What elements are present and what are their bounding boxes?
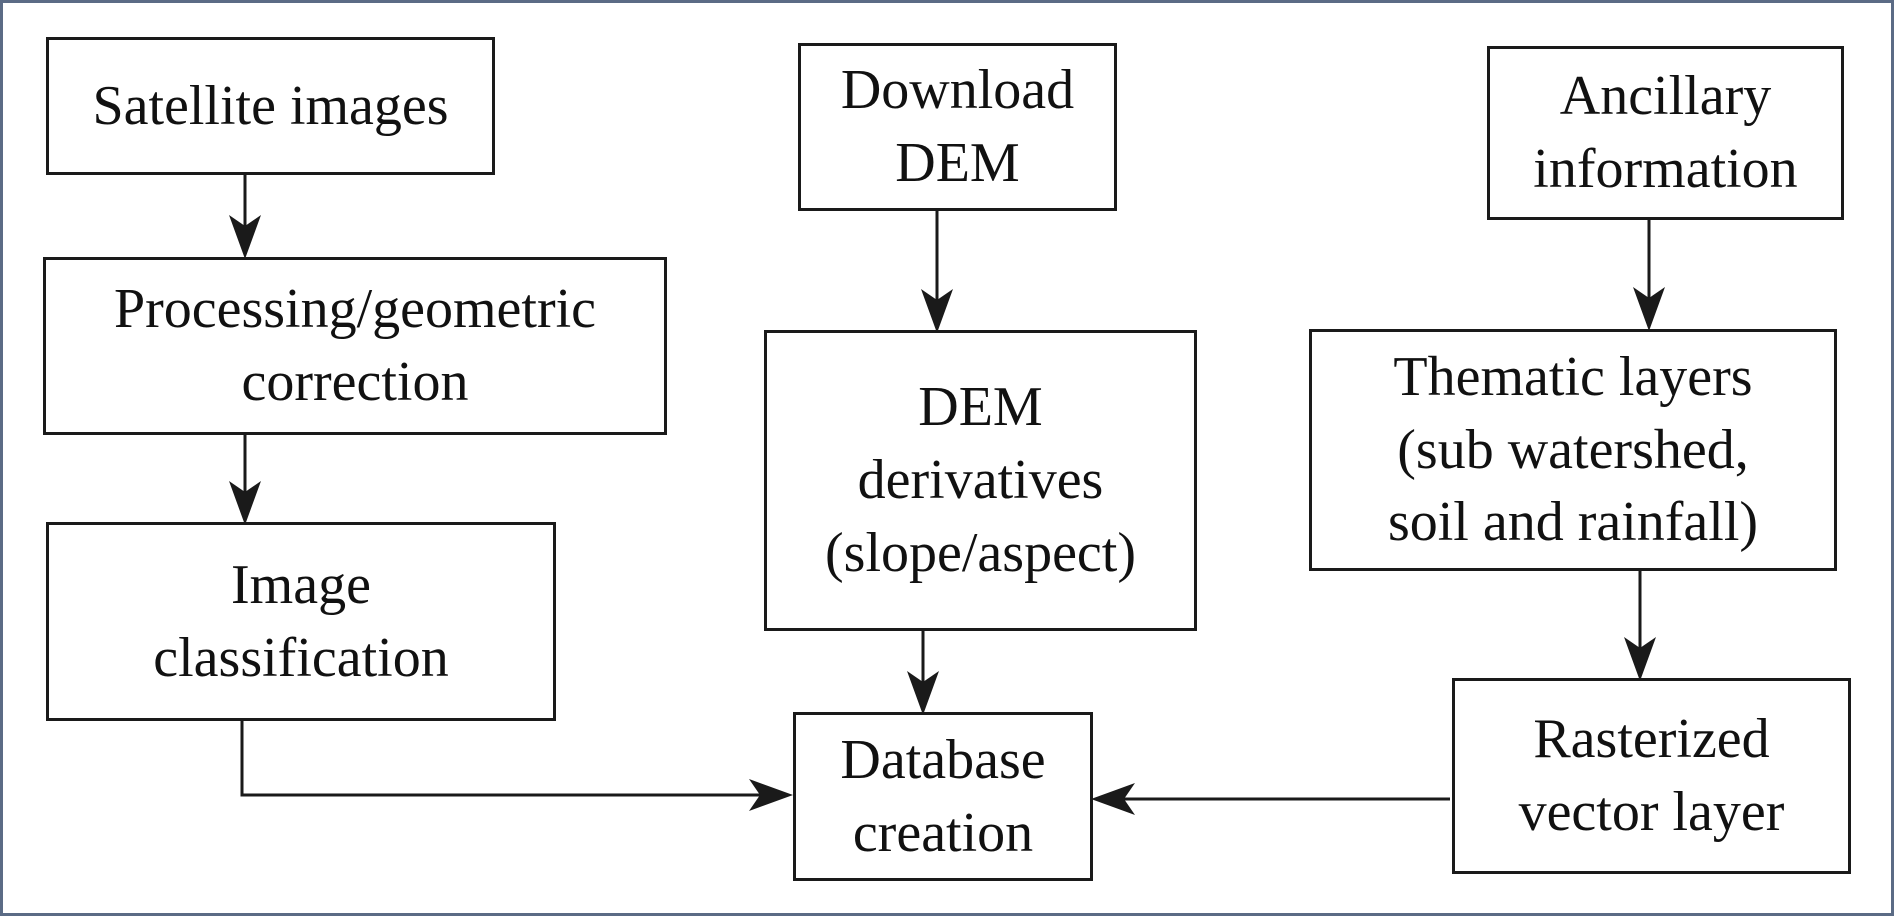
thematic-layers-box: Thematic layers (sub watershed, soil and… [1309,329,1837,571]
image-classification-label-line-1: Image [231,553,371,616]
arrow-classification-to-database [240,721,793,811]
ancillary-information-label-line-2: information [1533,138,1798,200]
thematic-layers-label-line-2: (sub watershed, [1397,418,1749,481]
rasterized-vector-layer-label-line-1: Rasterized [1533,708,1770,771]
processing-label-line-1: Processing/geometric [113,278,597,341]
database-creation-label-line-2: creation [852,801,1034,864]
dem-derivatives-label-line-1: DEM [918,376,1043,439]
flow-connectors [229,175,1665,815]
image-classification-box: Image classification [46,522,556,721]
download-dem-label-line-1: Download [840,59,1075,122]
thematic-layers-label-line-3: soil and rainfall) [1387,491,1759,554]
rasterized-vector-layer-label-line-2: vector layer [1518,781,1785,843]
database-creation-box: Database creation [793,712,1093,881]
database-creation-label-line-1: Database [840,728,1046,791]
rasterized-vector-layer-box: Rasterized vector layer [1452,678,1851,874]
thematic-layers-label-line-1: Thematic layers [1393,345,1753,408]
download-dem-label-line-2: DEM [895,132,1020,194]
ancillary-information-label-line-1: Ancillary [1559,65,1772,128]
processing-label-line-2: correction [241,351,469,413]
dem-derivatives-label-line-2: derivatives [857,449,1104,512]
dem-derivatives-label-line-3: (slope/aspect) [825,521,1136,584]
ancillary-information-box: Ancillary information [1487,46,1844,220]
satellite-images-label: Satellite images [92,74,449,137]
image-classification-label-line-2: classification [153,626,449,689]
satellite-images-box: Satellite images [46,37,495,175]
processing-box: Processing/geometric correction [43,257,667,435]
dem-derivatives-box: DEM derivatives (slope/aspect) [764,330,1197,631]
download-dem-box: Download DEM [798,43,1117,211]
